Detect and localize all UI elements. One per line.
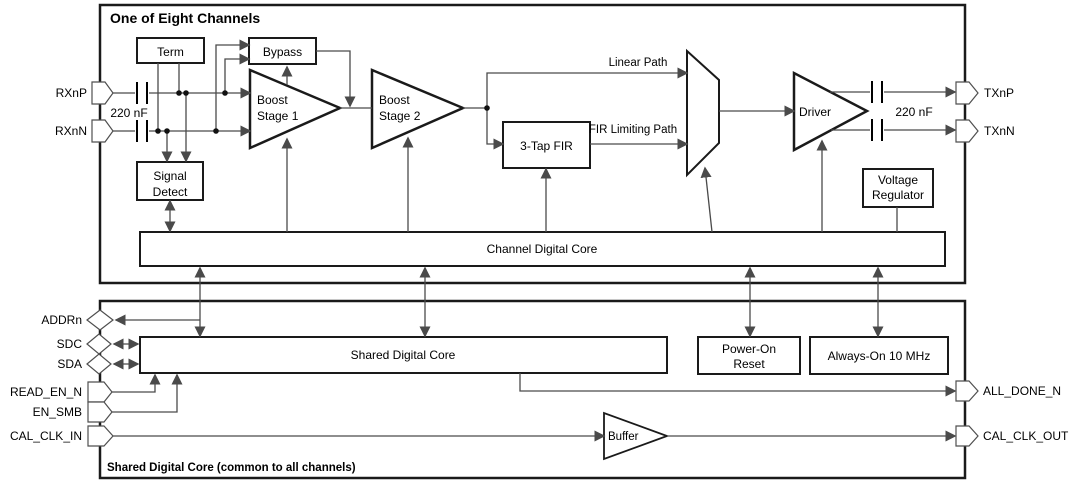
always-on-10mhz-label: Always-On 10 MHz: [828, 349, 931, 363]
driver-label: Driver: [799, 105, 831, 119]
sdc-pin: [86, 333, 112, 355]
read-en-n-pin-label: READ_EN_N: [10, 385, 82, 399]
txnn-pin-label: TXnN: [984, 124, 1015, 138]
en-smb-pin-label: EN_SMB: [33, 405, 82, 419]
channel-digital-core-bar: [139, 231, 946, 267]
power-on-reset-label-line1: Power-On: [722, 342, 776, 356]
shared-section-footer: Shared Digital Core (common to all chann…: [107, 462, 356, 474]
output-cap-value: 220 nF: [895, 105, 932, 119]
pins: [86, 81, 979, 447]
en-smb-pin: [87, 401, 113, 423]
boost-stage-1-amp: [248, 68, 344, 150]
txnn-pin: [955, 119, 979, 143]
output-coupling-caps: [871, 81, 883, 141]
wire-read-en-n: [112, 373, 161, 393]
term-block: [136, 37, 205, 64]
rxnn-pin: [91, 119, 114, 143]
rxnn-pin-label: RXnN: [55, 124, 87, 138]
input-coupling-caps: [136, 82, 148, 142]
channel-digital-core-label: Channel Digital Core: [487, 242, 598, 256]
wire-linear-path: [486, 67, 689, 108]
voltage-regulator-label-line2: Regulator: [872, 188, 924, 202]
input-cap-value: 220 nF: [110, 106, 147, 120]
txnp-pin-label: TXnP: [984, 86, 1014, 100]
shared-digital-core-label: Shared Digital Core: [351, 348, 456, 362]
linear-path-label: Linear Path: [609, 57, 668, 69]
junction-dot: [176, 90, 182, 96]
wire-core-to-mux: [700, 166, 713, 233]
junction-dots: [155, 90, 490, 134]
power-on-reset-label-line2: Reset: [733, 357, 765, 371]
rxnp-pin: [91, 81, 114, 105]
channel-section-title: One of Eight Channels: [110, 10, 260, 26]
cal-clk-out-pin: [955, 425, 979, 447]
shared-wires: [112, 314, 957, 442]
wire-rail-to-bypass-1: [215, 39, 251, 131]
boost-stage-1-label-line2: Stage 1: [257, 109, 299, 123]
addrn-pin-label: ADDRn: [41, 313, 82, 327]
wire-rail-to-bypass-2: [224, 53, 251, 93]
all-done-n-pin-label: ALL_DONE_N: [983, 384, 1061, 398]
power-on-reset-block: [697, 336, 801, 375]
sda-pin: [86, 353, 112, 375]
term-label: Term: [157, 45, 184, 59]
bypass-label: Bypass: [263, 45, 302, 59]
fir-limiting-path-label: FIR Limiting Path: [589, 124, 677, 136]
addrn-pin: [86, 309, 114, 331]
junction-dot: [155, 128, 161, 134]
junction-dot: [213, 128, 219, 134]
txnp-pin: [955, 81, 979, 105]
buffer-label: Buffer: [608, 431, 639, 443]
boost-stage-2-amp: [370, 68, 467, 150]
control-wires: [164, 136, 898, 338]
wire-to-fir: [486, 108, 505, 150]
voltage-regulator-block: [862, 168, 934, 208]
boost-stage-2-label-line1: Boost: [379, 93, 410, 107]
fir-label: 3-Tap FIR: [520, 139, 573, 153]
boost-stage-1-label-line1: Boost: [257, 93, 288, 107]
channel-boundary-box: [98, 3, 967, 285]
sda-pin-label: SDA: [57, 357, 82, 371]
read-en-n-pin: [87, 381, 113, 403]
sdc-pin-label: SDC: [57, 337, 83, 351]
boost-stage-2-label-line2: Stage 2: [379, 109, 421, 123]
wire-bypass-out: [316, 50, 356, 108]
wire-all-done-n: [519, 373, 957, 397]
junction-dot: [183, 90, 189, 96]
shared-digital-core-block: [139, 336, 668, 374]
all-done-n-pin: [955, 380, 979, 402]
junction-dot: [222, 90, 228, 96]
wire-en-smb: [112, 373, 183, 413]
shared-boundary-box: [98, 299, 967, 480]
rxnp-pin-label: RXnP: [56, 86, 87, 100]
cal-clk-out-pin-label: CAL_CLK_OUT: [983, 429, 1069, 443]
signal-detect-label-line1: Signal: [153, 169, 186, 183]
junction-dot: [484, 105, 490, 111]
signal-detect-label-line2: Detect: [153, 185, 188, 199]
cal-clk-in-pin-label: CAL_CLK_IN: [10, 429, 82, 443]
channel-signal-wires: [113, 39, 957, 163]
bypass-block: [248, 37, 317, 65]
cal-clk-in-pin: [87, 425, 114, 447]
junction-dot: [164, 128, 170, 134]
path-select-mux: [686, 48, 720, 178]
voltage-regulator-label-line1: Voltage: [878, 173, 918, 187]
